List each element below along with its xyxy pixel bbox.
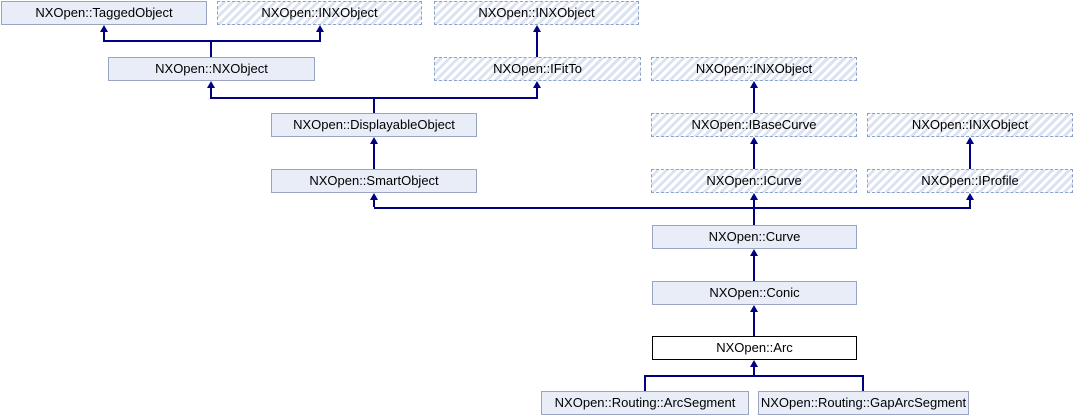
edge-line	[969, 198, 971, 207]
edge-line	[753, 254, 755, 281]
edge-line	[319, 30, 321, 42]
class-node-inxobject-4[interactable]: NXOpen::INXObject	[867, 113, 1073, 137]
inheritance-arrow-icon	[966, 193, 974, 200]
class-node-curve[interactable]: NXOpen::Curve	[652, 225, 857, 249]
class-node-routing-arcsegment[interactable]: NXOpen::Routing::ArcSegment	[541, 391, 749, 415]
inheritance-arrow-icon	[370, 137, 378, 144]
edge-line	[645, 375, 864, 377]
class-node-displayableobject[interactable]: NXOpen::DisplayableObject	[271, 113, 477, 137]
edge-line	[753, 198, 755, 225]
edge-line	[536, 86, 538, 99]
edge-line	[753, 142, 755, 169]
inheritance-arrow-icon	[750, 305, 758, 312]
inheritance-arrow-icon	[370, 193, 378, 200]
class-node-conic[interactable]: NXOpen::Conic	[652, 281, 857, 305]
class-node-ifitto[interactable]: NXOpen::IFitTo	[434, 57, 641, 81]
class-node-iprofile[interactable]: NXOpen::IProfile	[867, 169, 1073, 193]
inheritance-arrow-icon	[533, 25, 541, 32]
edge-line	[644, 375, 646, 391]
class-node-icurve[interactable]: NXOpen::ICurve	[651, 169, 857, 193]
class-node-ibasecurve[interactable]: NXOpen::IBaseCurve	[651, 113, 857, 137]
inheritance-arrow-icon	[316, 25, 324, 32]
edge-line	[103, 40, 321, 42]
edge-line	[211, 97, 538, 99]
edge-line	[373, 142, 375, 169]
edge-line	[969, 142, 971, 169]
class-node-routing-gaparcsegment[interactable]: NXOpen::Routing::GapArcSegment	[758, 391, 969, 415]
inheritance-arrow-icon	[750, 193, 758, 200]
edge-line	[536, 30, 538, 57]
edge-line	[210, 86, 212, 99]
inheritance-arrow-icon	[533, 81, 541, 88]
inheritance-arrow-icon	[100, 25, 108, 32]
edge-line	[373, 198, 375, 207]
edge-line	[103, 30, 105, 42]
class-node-taggedobject[interactable]: NXOpen::TaggedObject	[1, 1, 207, 25]
inheritance-arrow-icon	[750, 249, 758, 256]
edge-line	[862, 375, 864, 391]
class-node-smartobject[interactable]: NXOpen::SmartObject	[271, 169, 477, 193]
inheritance-arrow-icon	[966, 137, 974, 144]
edge-line	[373, 97, 375, 113]
edge-line	[753, 86, 755, 113]
inheritance-arrow-icon	[750, 81, 758, 88]
inheritance-arrow-icon	[207, 81, 215, 88]
class-node-nxobject[interactable]: NXOpen::NXObject	[108, 57, 315, 81]
edge-line	[753, 365, 755, 375]
class-node-inxobject-2[interactable]: NXOpen::INXObject	[434, 1, 639, 25]
edge-line	[210, 40, 212, 57]
class-node-arc-current: NXOpen::Arc	[652, 336, 857, 360]
edge-line	[374, 207, 971, 209]
edge-line	[753, 310, 755, 336]
class-node-inxobject-3[interactable]: NXOpen::INXObject	[651, 57, 857, 81]
inheritance-arrow-icon	[750, 360, 758, 367]
inheritance-arrow-icon	[750, 137, 758, 144]
class-node-inxobject-1[interactable]: NXOpen::INXObject	[217, 1, 422, 25]
